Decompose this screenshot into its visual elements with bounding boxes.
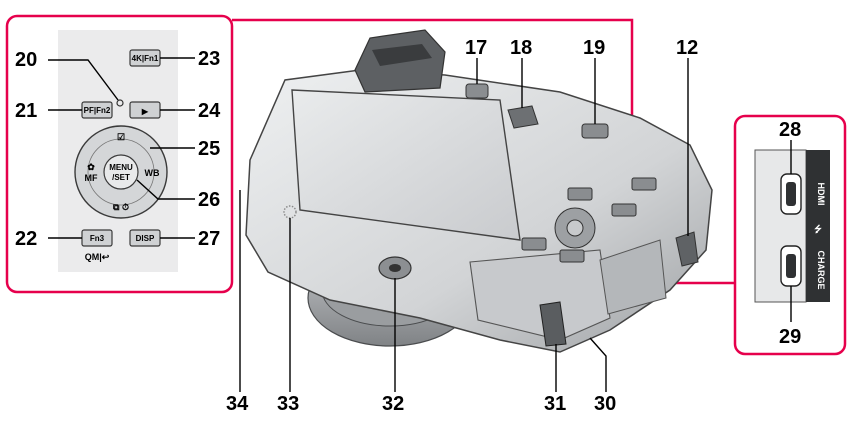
label-18: 18 [510,37,532,59]
hdmi-label: HDMI [816,183,826,206]
lcd-monitor [291,89,521,241]
fn1-button-label: 4K|Fn1 [132,54,159,63]
label-12: 12 [676,37,698,59]
usb-symbol-icon: ⭍ [814,224,822,234]
fn2-button-label: PF|Fn2 [84,106,111,115]
menu-set-button[interactable] [103,154,139,190]
quick-menu-label: QM|↩ [85,252,110,262]
tripod-socket [389,264,401,272]
playback-button-label: ▶ [141,107,149,116]
label-19: 19 [583,37,605,59]
switch-18[interactable] [507,105,539,129]
panel-callout-frame [5,14,234,294]
charge-label: CHARGE [816,250,826,289]
label-30: 30 [594,393,616,415]
cluster-button-a[interactable] [567,187,593,201]
camera-body [245,29,713,353]
port-door [599,239,667,315]
port-inset: HDMI ⭍ CHARGE 28 29 [733,114,847,356]
cluster-button-d[interactable] [521,237,547,251]
fn3-button-label: Fn3 [90,234,105,243]
label-28: 28 [779,119,801,141]
button-17[interactable] [465,83,489,99]
label-26: 26 [198,189,220,211]
label-25: 25 [198,138,220,160]
dial-left-icon: ✿ [87,162,95,172]
usb-port-inner [786,254,796,278]
cluster-button-c[interactable] [611,203,637,217]
label-27: 27 [198,228,220,250]
label-33: 33 [277,393,299,415]
menu-set-label-line1: MENU [109,163,133,172]
label-24: 24 [198,100,221,122]
hdmi-port-inner [786,182,796,206]
button-panel: 4K|Fn1 23 20 PF|Fn2 21 ▶ 24 ☑ ✿ MF WB ⧉ … [5,14,234,294]
viewfinder-eyepiece [372,44,432,66]
cluster-button-e[interactable] [559,249,585,263]
dial-left-label: MF [85,173,98,183]
cluster-dial-center[interactable] [566,219,584,237]
label-23: 23 [198,48,220,70]
panel-connector-line [232,18,634,155]
label-32: 32 [382,393,404,415]
control-dial-inner-ring [87,138,155,206]
button-19[interactable] [581,123,609,139]
label-29: 29 [779,326,801,348]
label-21: 21 [15,100,37,122]
label-20: 20 [15,49,37,71]
label-22: 22 [15,228,37,250]
menu-set-label-line2: /SET [112,173,130,182]
disp-button-label: DISP [136,234,155,243]
dial-up-label: ☑ [117,132,125,142]
cluster-button-b[interactable] [631,177,657,191]
port-label-strip [806,150,830,302]
dial-right-label: WB [145,168,160,178]
port-callout-frame [733,114,847,356]
dial-down-label: ⧉ ⏱ [113,202,129,212]
status-indicator-lamp [116,99,124,107]
release-lever[interactable] [539,301,567,347]
label-31: 31 [544,393,566,415]
label-17: 17 [465,37,487,59]
label-34: 34 [226,393,249,415]
